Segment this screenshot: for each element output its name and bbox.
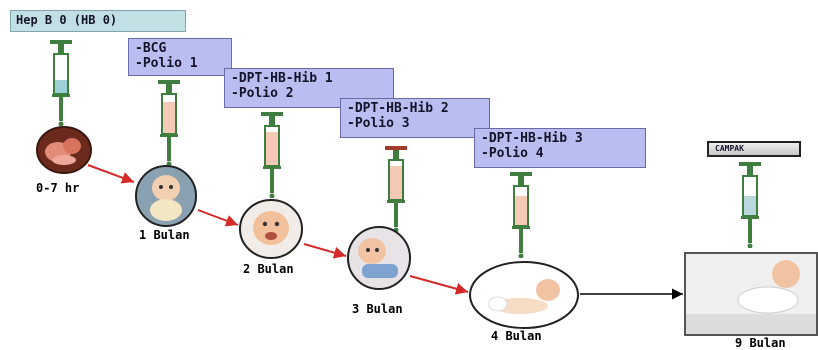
arrow-1-to-2	[197, 209, 239, 227]
vaccine-label-3-bulan: -DPT-HB-Hib 2 -Polio 3	[340, 98, 490, 138]
vaccine-line: -Polio 2	[231, 86, 294, 101]
baby-photo-newborn	[36, 126, 92, 174]
vaccine-line: -Polio 4	[481, 146, 544, 161]
arrow-3-to-4	[409, 275, 469, 295]
arrow-0-to-1	[87, 164, 135, 184]
vaccine-line: -BCG	[135, 41, 167, 56]
vaccine-line: -Polio 1	[135, 56, 198, 71]
vaccine-line: -DPT-HB-Hib 1	[231, 71, 333, 86]
baby-photo-2-bulan	[239, 199, 303, 259]
syringe-icon	[739, 162, 761, 248]
arrow-2-to-3	[303, 243, 347, 259]
syringe-icon	[261, 112, 283, 198]
age-label-9-bulan: 9 Bulan	[735, 336, 786, 350]
age-label-3-bulan: 3 Bulan	[352, 302, 403, 316]
vaccine-label-4-bulan: -DPT-HB-Hib 3 -Polio 4	[474, 128, 646, 168]
vaccine-line: -Polio 3	[347, 116, 410, 131]
baby-photo-9-bulan	[684, 252, 818, 336]
syringe-icon	[510, 172, 532, 258]
age-label-1-bulan: 1 Bulan	[139, 228, 190, 242]
baby-photo-4-bulan	[469, 261, 579, 329]
vaccine-label-campak: CAMPAK	[707, 141, 801, 157]
baby-photo-3-bulan	[347, 226, 411, 290]
vaccine-label-2-bulan: -DPT-HB-Hib 1 -Polio 2	[224, 68, 394, 108]
vaccine-label-1-bulan: -BCG -Polio 1	[128, 38, 232, 76]
syringe-icon	[50, 40, 72, 126]
syringe-icon	[158, 80, 180, 166]
vaccine-line: -DPT-HB-Hib 2	[347, 101, 449, 116]
baby-photo-1-bulan	[135, 165, 197, 227]
vaccine-label-hep-b0: Hep B 0 (HB 0)	[10, 10, 186, 32]
age-label-2-bulan: 2 Bulan	[243, 262, 294, 276]
syringe-icon	[385, 146, 407, 232]
age-label-0-7-hr: 0-7 hr	[36, 181, 80, 195]
age-label-4-bulan: 4 Bulan	[491, 329, 542, 343]
vaccine-text: CAMPAK	[715, 144, 744, 153]
vaccine-text: Hep B 0 (HB 0)	[16, 13, 118, 27]
vaccine-line: -DPT-HB-Hib 3	[481, 131, 583, 146]
